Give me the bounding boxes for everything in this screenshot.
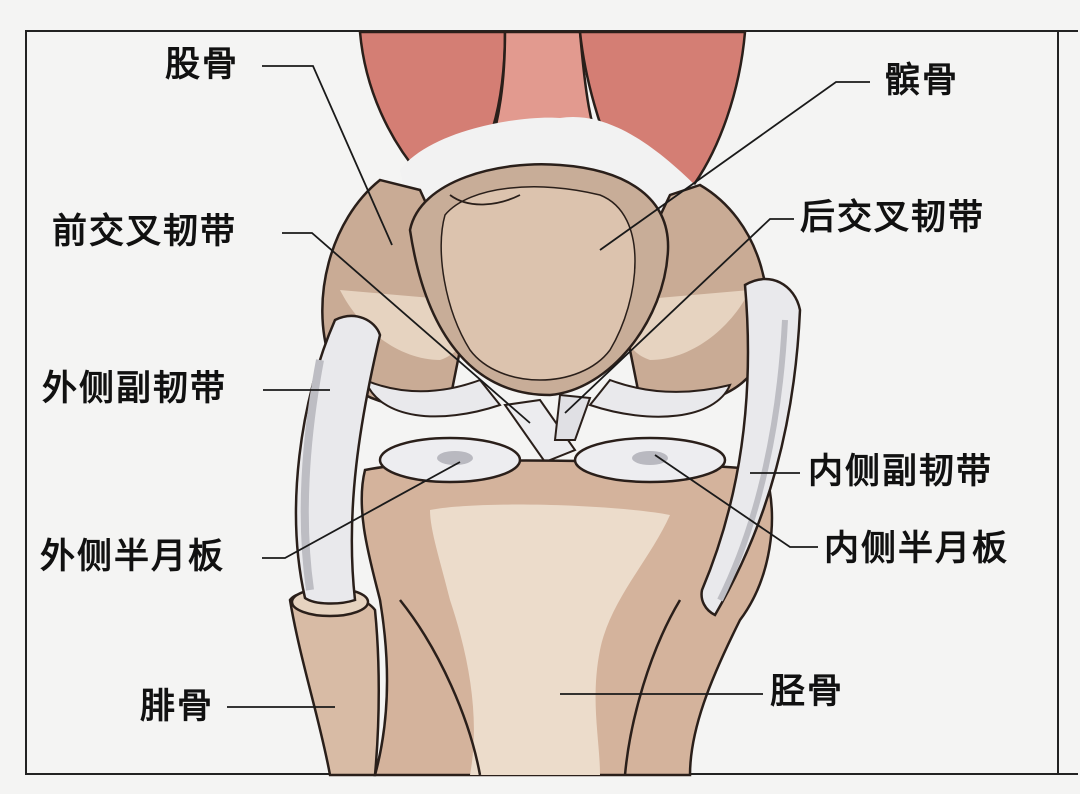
lateral-meniscus-shape	[378, 436, 522, 484]
label-medial-meniscus: 内侧半月板	[824, 529, 1010, 569]
fibula	[288, 586, 380, 777]
femoral-cartilage-medial	[588, 378, 732, 418]
label-acl: 前交叉韧带	[52, 212, 238, 252]
leader-lines	[227, 65, 870, 708]
label-lcl: 外侧副韧带	[42, 369, 228, 409]
tibia	[360, 459, 774, 777]
label-tibia: 胫骨	[770, 672, 845, 712]
mcl-shape	[700, 277, 802, 617]
pcl-shape	[553, 393, 592, 441]
label-mcl: 内侧副韧带	[808, 452, 994, 492]
label-fibula: 腓骨	[140, 687, 215, 727]
label-lateral-meniscus: 外侧半月板	[40, 537, 226, 577]
label-patella: 髌骨	[885, 61, 960, 101]
medial-meniscus-shape	[573, 436, 727, 484]
label-pcl: 后交叉韧带	[800, 198, 986, 238]
diagram-frame-right-edge	[1057, 30, 1059, 775]
patella	[408, 163, 670, 397]
label-femur: 股骨	[165, 45, 240, 85]
femoral-cartilage-lateral	[363, 378, 502, 418]
